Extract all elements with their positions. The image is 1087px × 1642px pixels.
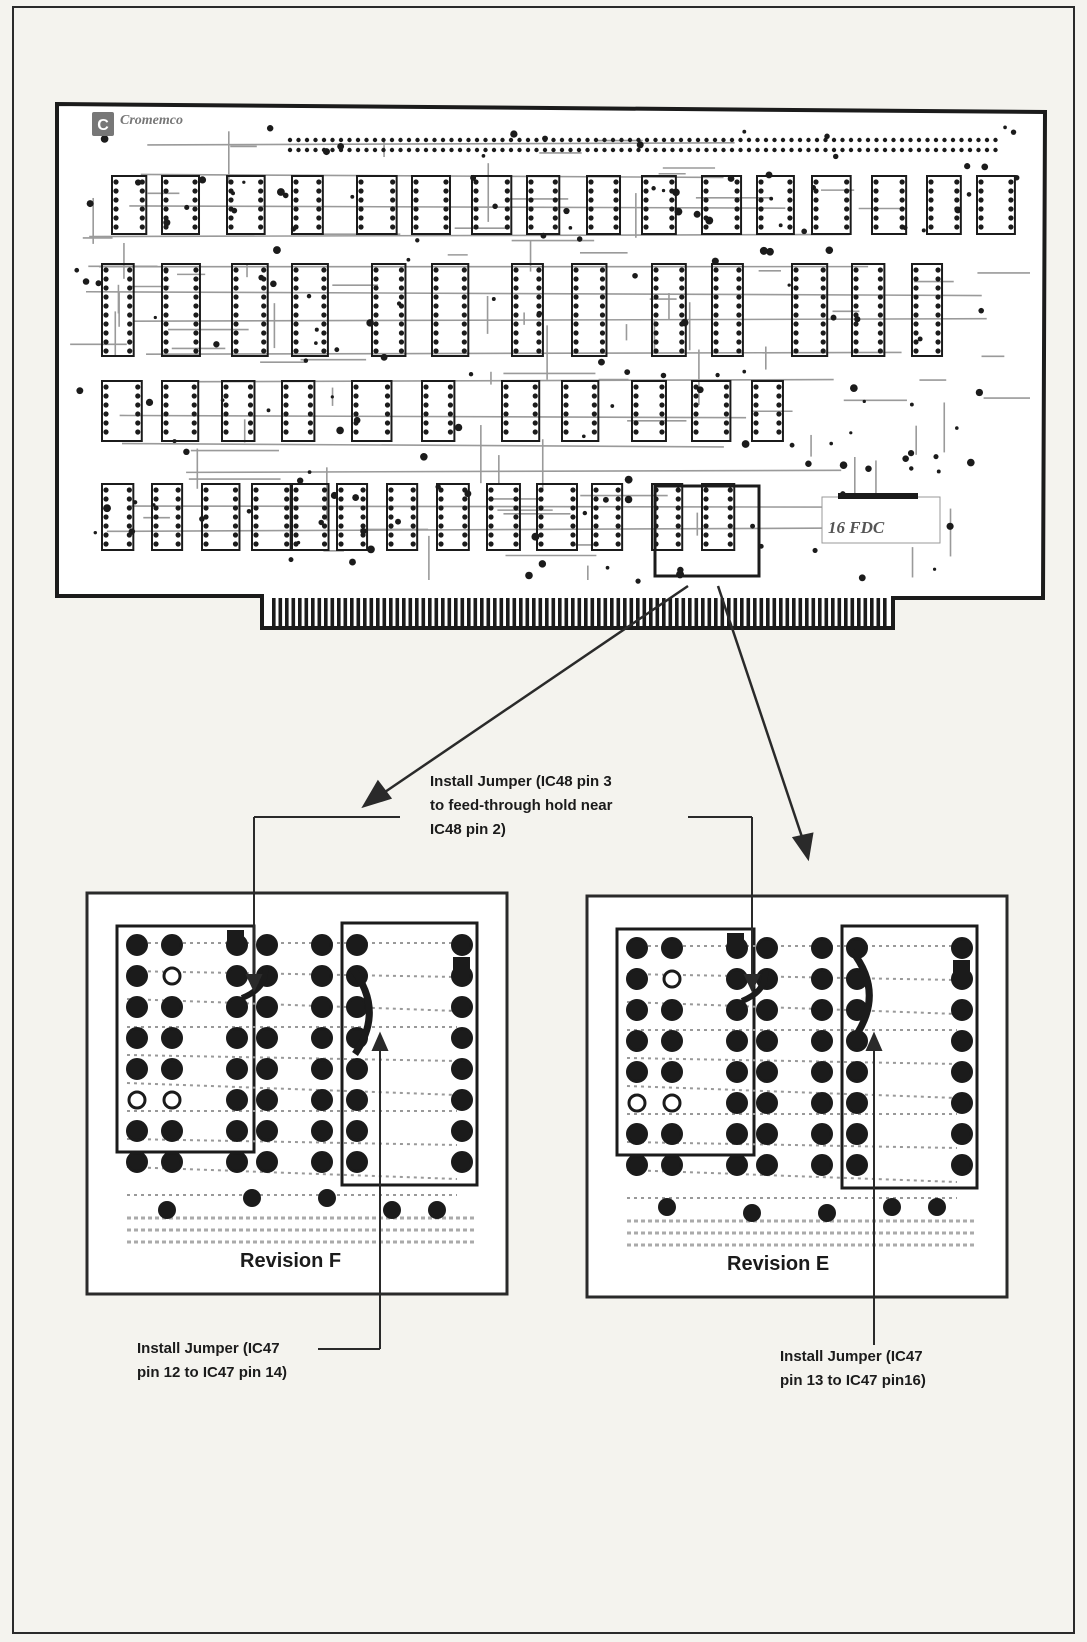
model-label-box: [821, 496, 941, 544]
board-traces: [70, 131, 1030, 580]
solder-pads: [74, 125, 1020, 584]
ic47-rev-f-note: Install Jumper (IC47 pin 12 to IC47 pin …: [137, 1340, 288, 1381]
ic48-jumper-note: Install Jumper (IC48 pin 3 to feed-throu…: [430, 773, 613, 838]
ic-chips: [101, 175, 1016, 551]
highlight-region: [653, 484, 761, 578]
ic47-rev-e-note: Install Jumper (IC47 pin 13 to IC47 pin1…: [780, 1348, 926, 1389]
circuit-board: C Cromemco 16 FDC: [55, 101, 1048, 630]
callout-leaders: [245, 816, 883, 1350]
revision-e-panel: [585, 894, 1009, 1299]
revision-e-title: Revision E: [727, 1253, 830, 1275]
cromemco-logo-icon: [92, 112, 114, 136]
model-label: 16 FDC: [828, 518, 885, 537]
edge-connector: [272, 598, 887, 626]
logo-letter: C: [97, 117, 109, 134]
revision-f-title: Revision F: [240, 1250, 342, 1272]
page-border: [12, 6, 1075, 1634]
revision-f-panel: [85, 891, 509, 1296]
zoom-arrows: [361, 584, 814, 862]
brand-name: Cromemco: [120, 113, 183, 128]
